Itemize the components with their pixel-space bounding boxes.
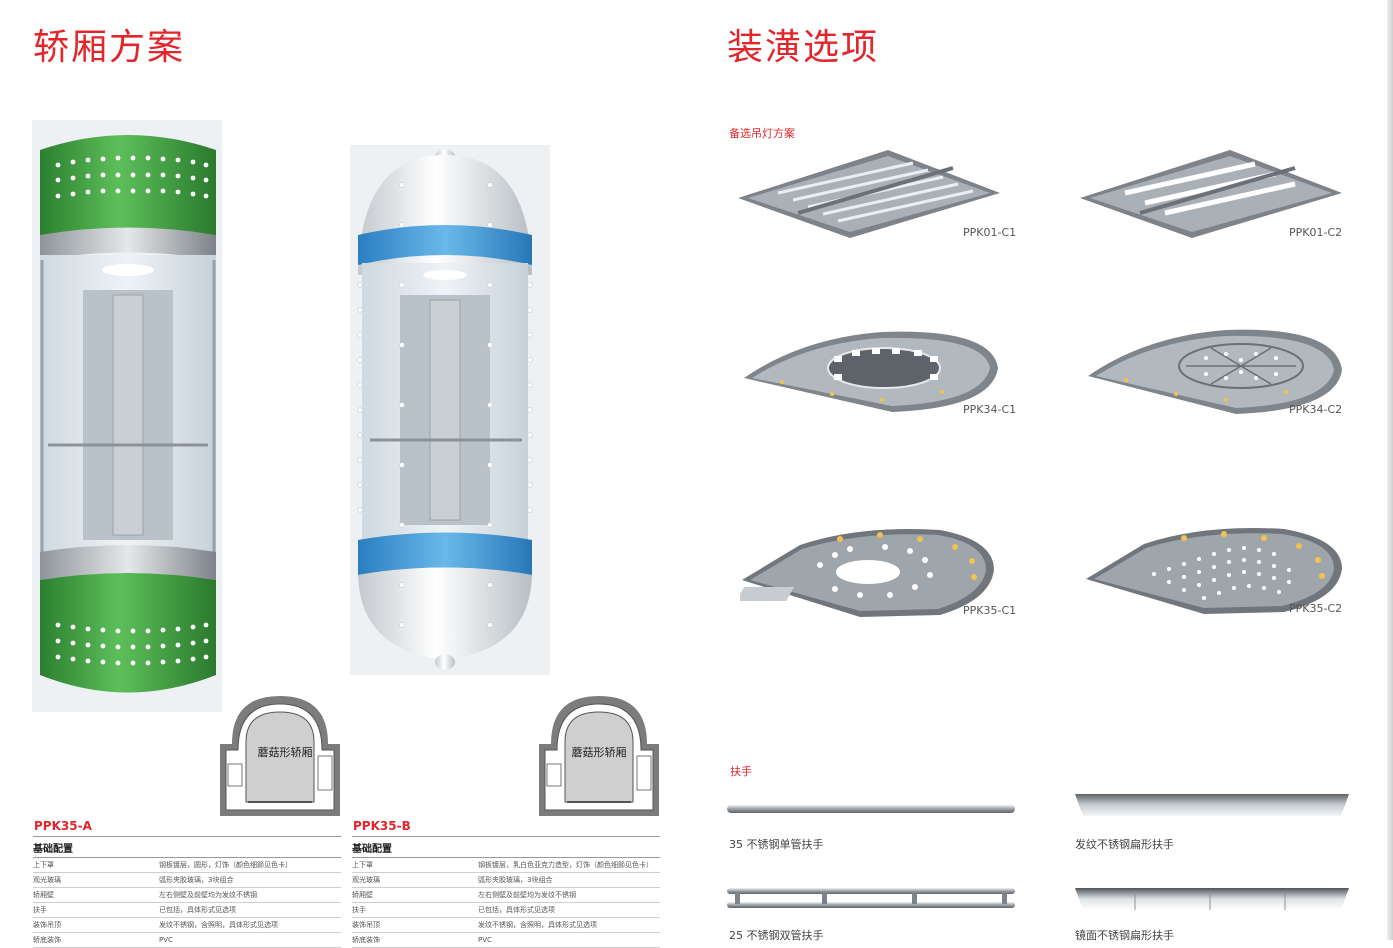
spec-row: 轿厢壁左右侧壁及前壁均为发纹不锈钢 (33, 887, 341, 903)
ceiling-code-label: PPK01-C1 (963, 226, 1017, 239)
ceiling-ppk01-c2-image (1080, 150, 1342, 238)
handrail-single-tube-image (727, 805, 1015, 813)
model-a-spec-table: 基础配置 上下罩钢板镀层，圆形，灯饰（颜色细節见色卡） 观光玻璃弧形夹胶玻璃，3… (33, 836, 341, 948)
model-a-spec: 基础配置 上下罩钢板镀层，圆形，灯饰（颜色细節见色卡） 观光玻璃弧形夹胶玻璃，3… (33, 836, 341, 948)
spec-key: 装饰吊顶 (352, 917, 478, 933)
spec-key: 轿底装饰 (352, 932, 478, 948)
elevator-a-image (32, 120, 222, 712)
spec-value: 弧形夹胶玻璃，3块组合 (478, 872, 660, 888)
elevator-b-image (350, 145, 550, 675)
model-b-title: PPK35-B (353, 819, 411, 833)
spec-header: 基础配置 (352, 836, 660, 858)
spec-row: 观光玻璃弧形夹胶玻璃，3块组合 (33, 872, 341, 888)
ceiling-code-label: PPK34-C2 (1289, 403, 1343, 416)
spec-row: 上下罩钢板镀层，乳白色亚克力造型，灯饰（颜色细節见色卡） (352, 857, 660, 873)
ceiling-ppk35-c1-image (740, 529, 994, 617)
ceiling-ppk35-c2-image (1086, 528, 1342, 614)
model-b-spec-table: 基础配置 上下罩钢板镀层，乳白色亚克力造型，灯饰（颜色细節见色卡） 观光玻璃弧形… (352, 836, 660, 948)
spec-key: 观光玻璃 (33, 872, 159, 888)
handrail-caption: 25 不锈钢双管扶手 (729, 929, 824, 942)
spec-value: PVC (478, 932, 660, 948)
spec-row: 观光玻璃弧形夹胶玻璃，3块组合 (352, 872, 660, 888)
handrail-caption: 35 不锈钢单管扶手 (729, 838, 824, 851)
spec-value: 左右侧壁及前壁均为发纹不锈钢 (159, 887, 341, 903)
floorplan-b-label: 蘑菇形轿厢 (571, 746, 627, 759)
model-b-spec: 基础配置 上下罩钢板镀层，乳白色亚克力造型，灯饰（颜色细節见色卡） 观光玻璃弧形… (352, 836, 660, 948)
floorplan-b-drawing (539, 696, 659, 816)
ceiling-code-label: PPK01-C2 (1289, 226, 1343, 239)
ceiling-ppk01-c1-image (738, 150, 1000, 238)
floorplan-b: 蘑菇形轿厢 (537, 694, 661, 818)
spec-key: 上下罩 (33, 857, 159, 873)
spec-row: 扶手已包括，具体形式见选项 (352, 902, 660, 918)
spec-row: 装饰吊顶发纹不锈钢，含照明，具体形式见选项 (33, 917, 341, 933)
handrail-caption: 发纹不锈钢扁形扶手 (1075, 838, 1174, 851)
page-title-right: 装潢选项 (727, 27, 880, 68)
spec-value: 发纹不锈钢，含照明，具体形式见选项 (478, 917, 660, 933)
ceiling-ppk34-c2-image (1088, 329, 1342, 414)
spec-key: 扶手 (352, 902, 478, 918)
spec-row: 装饰吊顶发纹不锈钢，含照明，具体形式见选项 (352, 917, 660, 933)
spec-value: 发纹不锈钢，含照明，具体形式见选项 (159, 917, 341, 933)
spec-key: 轿厢壁 (33, 887, 159, 903)
spec-key: 轿厢壁 (352, 887, 478, 903)
spec-value: 弧形夹胶玻璃，3块组合 (159, 872, 341, 888)
spec-key: 轿底装饰 (33, 932, 159, 948)
ceiling-code-label: PPK35-C1 (963, 604, 1017, 617)
page-title-left: 轿厢方案 (33, 27, 186, 68)
spec-value: 钢板镀层，圆形，灯饰（颜色细節见色卡） (159, 857, 341, 873)
spec-key: 扶手 (33, 902, 159, 918)
spec-key: 上下罩 (352, 857, 478, 873)
floorplan-a-drawing (220, 696, 340, 816)
spec-value: 已包括，具体形式见选项 (159, 902, 341, 918)
ceiling-code-label: PPK34-C1 (963, 403, 1017, 416)
page-edge (1387, 0, 1393, 940)
handrail-flat-hairline-image (1075, 794, 1349, 816)
spec-row: 扶手已包括，具体形式见选项 (33, 902, 341, 918)
handrail-flat-mirror-image (1075, 888, 1349, 910)
ceiling-ppk34-c1-image (744, 331, 998, 412)
spec-row: 轿厢壁左右侧壁及前壁均为发纹不锈钢 (352, 887, 660, 903)
handrail-caption: 镜面不锈钢扁形扶手 (1075, 929, 1174, 942)
spec-value: 已包括，具体形式见选项 (478, 902, 660, 918)
spec-value: 左右侧壁及前壁均为发纹不锈钢 (478, 887, 660, 903)
spec-key: 装饰吊顶 (33, 917, 159, 933)
handrail-section-label: 扶手 (730, 765, 752, 778)
floorplan-a: 蘑菇形轿厢 (218, 694, 342, 818)
ceiling-code-label: PPK35-C2 (1289, 602, 1343, 615)
floorplan-a-label: 蘑菇形轿厢 (257, 746, 313, 759)
spec-value: 钢板镀层，乳白色亚克力造型，灯饰（颜色细節见色卡） (478, 857, 660, 873)
handrail-double-tube-image (727, 888, 1015, 908)
spec-row: 上下罩钢板镀层，圆形，灯饰（颜色细節见色卡） (33, 857, 341, 873)
spec-header: 基础配置 (33, 836, 341, 858)
spec-value: PVC (159, 932, 341, 948)
model-a-title: PPK35-A (34, 819, 92, 833)
ceiling-section-label: 备选吊灯方案 (729, 127, 795, 140)
spec-key: 观光玻璃 (352, 872, 478, 888)
